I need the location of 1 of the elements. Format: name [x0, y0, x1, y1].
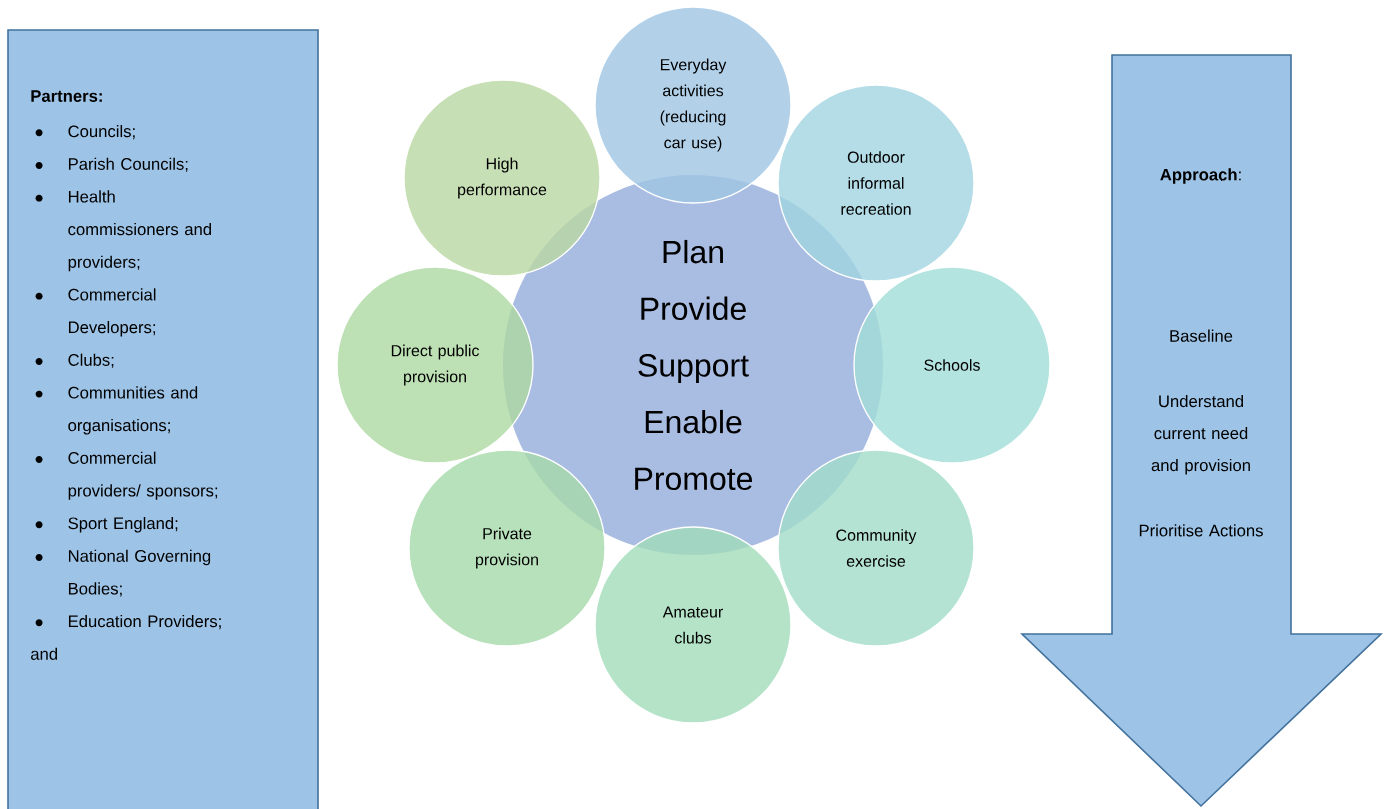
partners-panel: Partners: Councils; Parish Councils; Health commissioners and providers; Commercial Developers; Clubs; Communities and organisations; Commercial providers/ sponsors; Sport England; National Governing Bodies; Education Providers; and: [7, 29, 319, 809]
